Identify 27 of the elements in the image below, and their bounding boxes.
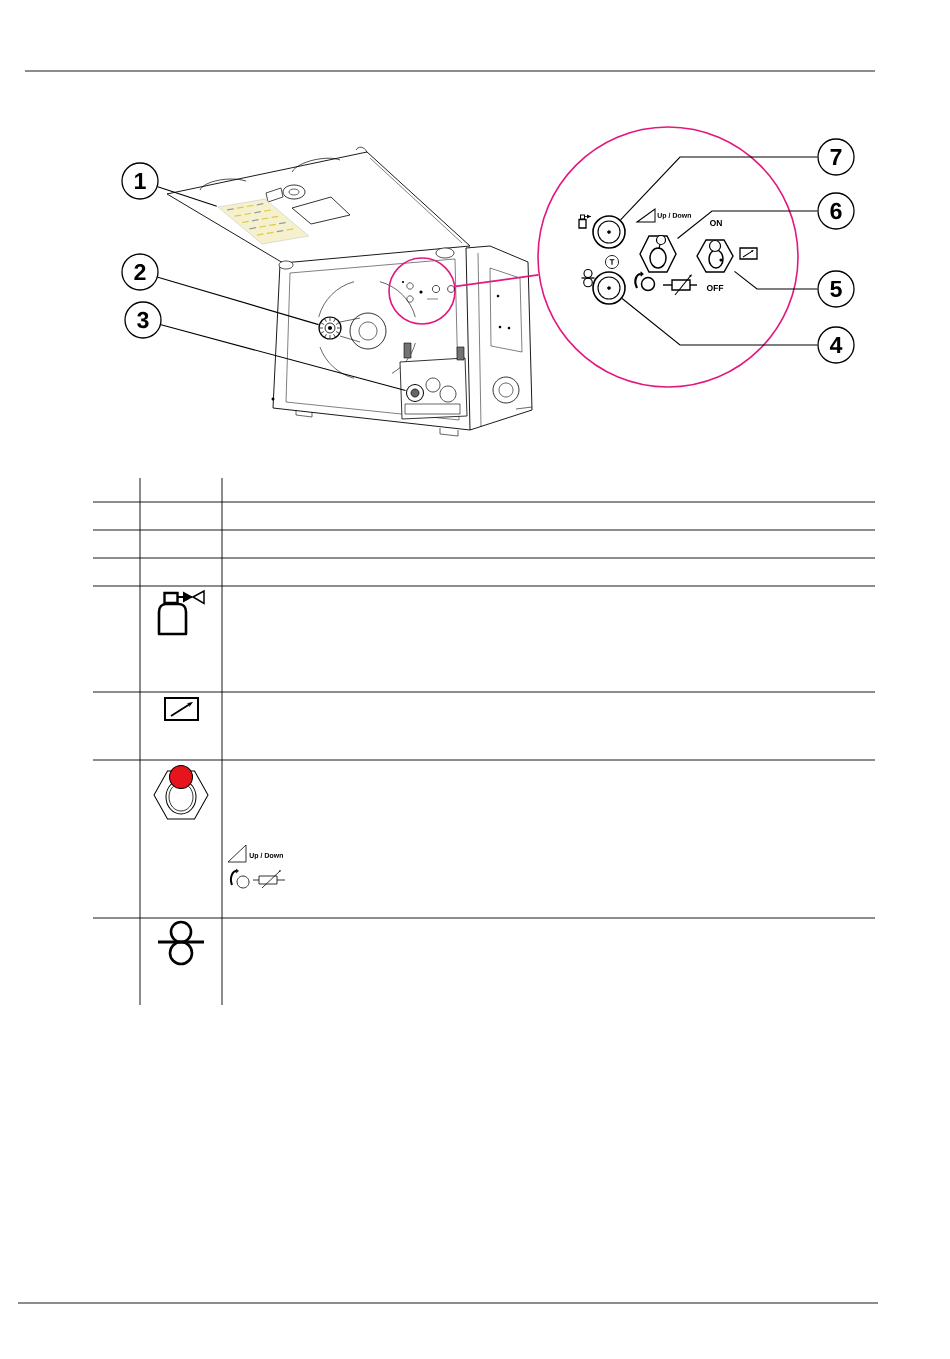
connector-line [454, 274, 540, 288]
toggle-switch [696, 239, 734, 273]
leader-line [621, 297, 818, 346]
callout-number: 6 [817, 192, 855, 230]
detail-circle [537, 126, 799, 388]
callout-number: 4 [817, 326, 855, 364]
leader-line [157, 186, 218, 207]
socket [592, 271, 626, 305]
callout-number: 5 [817, 270, 855, 308]
callout-number: 3 [124, 301, 162, 339]
label-sticker [217, 198, 310, 245]
leader-line [676, 210, 818, 240]
toggle-switch [639, 234, 677, 273]
callout-number: 7 [817, 138, 855, 176]
leader-line [733, 270, 818, 290]
callout-number: 1 [121, 162, 159, 200]
callout-number: 2 [121, 253, 159, 291]
switch-label: ON [710, 220, 722, 226]
leader-line [160, 324, 407, 391]
magnifier-circle [388, 257, 456, 325]
leader-line [157, 276, 320, 326]
circled-letter: T [605, 255, 619, 269]
feed-roll [406, 384, 424, 402]
switch-label: OFF [706, 285, 724, 291]
leader-line [620, 156, 818, 221]
socket [592, 215, 626, 249]
spool-holder-knob [318, 316, 342, 340]
